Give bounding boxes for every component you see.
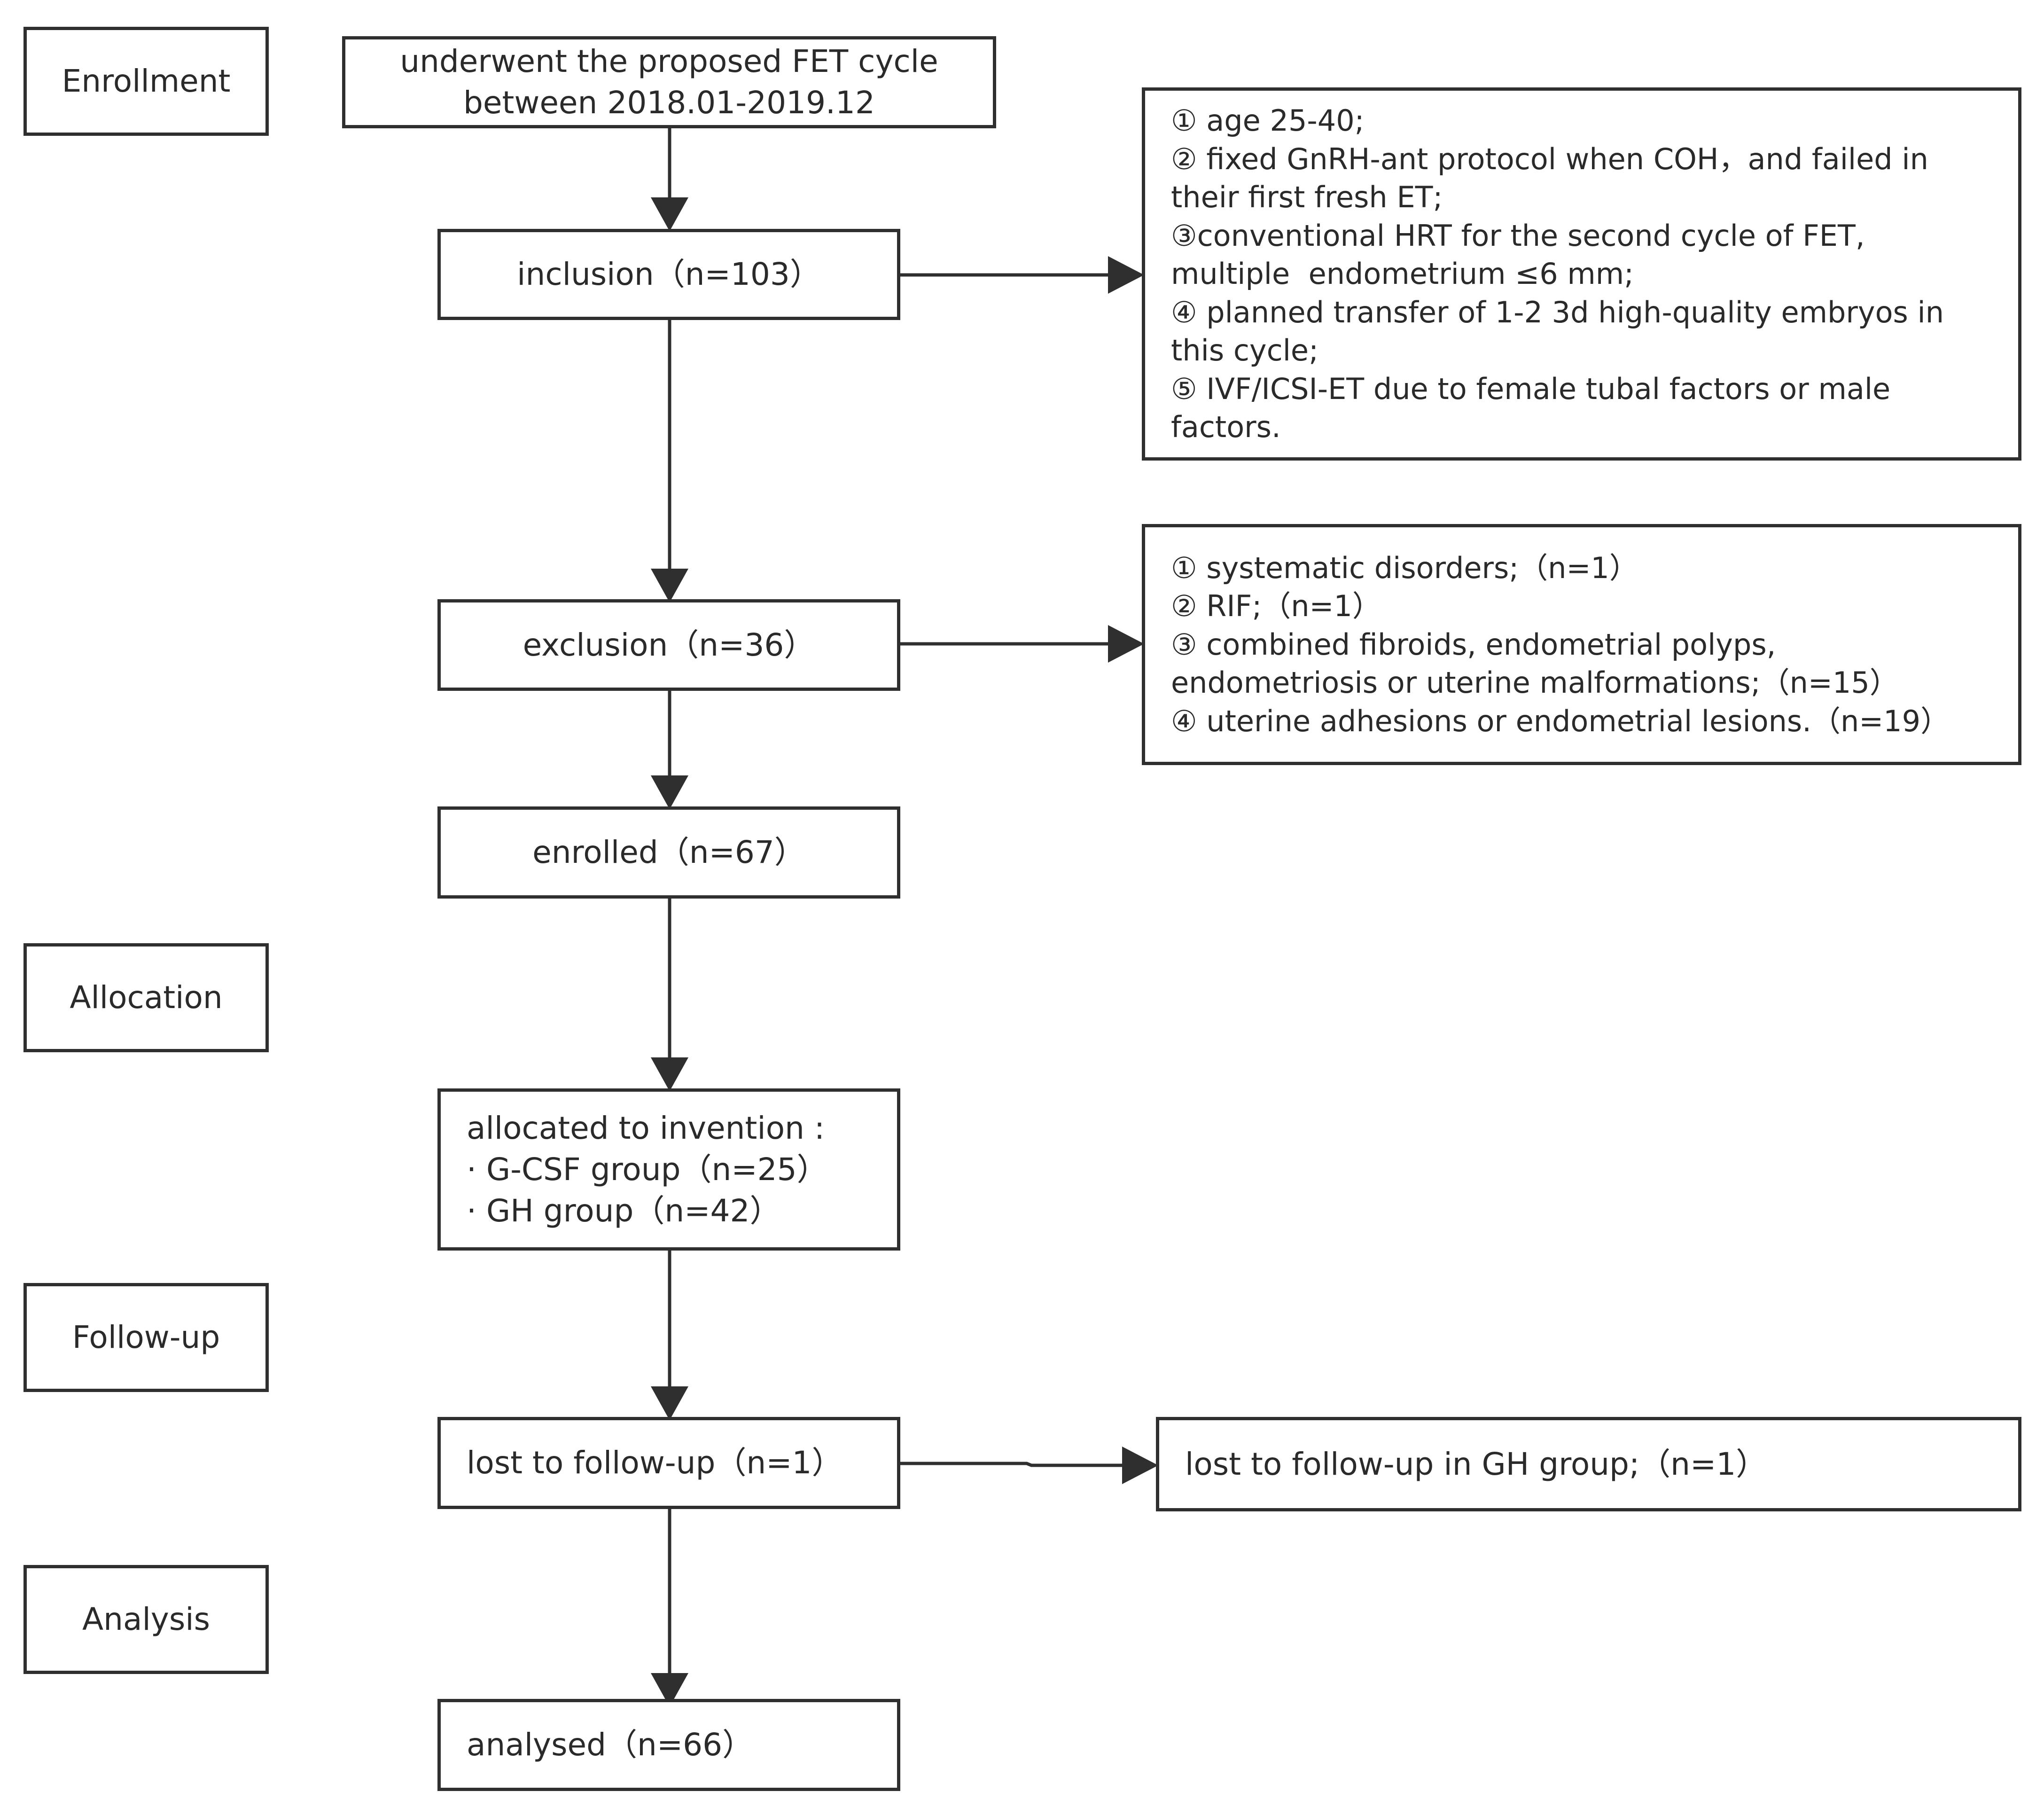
exclusion-criteria-box: ① systematic disorders;（n=1） ② RIF;（n=1）… bbox=[1142, 524, 2021, 765]
analysed-label: analysed（n=66） bbox=[467, 1727, 754, 1763]
arrowhead-lost-detail bbox=[1122, 1447, 1158, 1484]
allocated-gcsf-group: · G-CSF group（n=25） bbox=[467, 1151, 828, 1188]
inclusion-label: inclusion（n=103） bbox=[517, 256, 821, 292]
inclusion-criterion: their first fresh ET; bbox=[1171, 180, 1443, 215]
stage-enrollment: Enrollment bbox=[23, 27, 269, 136]
arrowhead-enrolled bbox=[651, 775, 688, 809]
stage-allocation-label: Allocation bbox=[70, 979, 223, 1016]
exclusion-label: exclusion（n=36） bbox=[523, 626, 815, 663]
allocated-box: allocated to invention : · G-CSF group（n… bbox=[437, 1088, 900, 1251]
start-line-1: underwent the proposed FET cycle bbox=[400, 43, 938, 79]
lost-follow-up-label: lost to follow-up（n=1） bbox=[467, 1445, 843, 1481]
inclusion-box: inclusion（n=103） bbox=[437, 229, 900, 320]
arrowhead-exclusion-criteria bbox=[1108, 625, 1144, 663]
stage-analysis: Analysis bbox=[23, 1565, 269, 1674]
start-box: underwent the proposed FET cycle between… bbox=[342, 36, 996, 128]
stage-follow-up-label: Follow-up bbox=[72, 1319, 220, 1355]
inclusion-criterion: ② fixed GnRH-ant protocol when COH，and f… bbox=[1171, 141, 1928, 176]
arrow-lost-to-detail bbox=[899, 1462, 1123, 1467]
stage-allocation: Allocation bbox=[23, 943, 269, 1052]
exclusion-box: exclusion（n=36） bbox=[437, 599, 900, 691]
lost-follow-up-box: lost to follow-up（n=1） bbox=[437, 1417, 900, 1509]
arrowhead-analysed bbox=[651, 1673, 688, 1707]
enrolled-label: enrolled（n=67） bbox=[532, 834, 805, 870]
exclusion-criterion: ③ combined fibroids, endometrial polyps, bbox=[1171, 627, 1776, 662]
arrowhead-exclusion bbox=[651, 569, 688, 602]
lost-follow-up-detail-box: lost to follow-up in GH group;（n=1） bbox=[1156, 1417, 2021, 1511]
inclusion-criterion: this cycle; bbox=[1171, 333, 1318, 368]
inclusion-criterion: factors. bbox=[1171, 410, 1281, 445]
inclusion-criterion: ① age 25-40; bbox=[1171, 103, 1365, 138]
exclusion-criterion: endometriosis or uterine malformations;（… bbox=[1171, 665, 1899, 700]
arrowhead-allocated bbox=[651, 1057, 688, 1091]
stage-enrollment-label: Enrollment bbox=[62, 63, 231, 99]
exclusion-criterion: ② RIF;（n=1） bbox=[1171, 589, 1381, 624]
inclusion-criterion: multiple endometrium ≤6 mm; bbox=[1171, 257, 1634, 291]
arrowhead-inclusion bbox=[651, 197, 688, 231]
allocated-gh-group: · GH group（n=42） bbox=[467, 1192, 781, 1229]
arrowhead-inclusion-criteria bbox=[1108, 256, 1144, 294]
arrowhead-lost bbox=[651, 1386, 688, 1420]
inclusion-criterion: ⑤ IVF/ICSI-ET due to female tubal factor… bbox=[1171, 371, 1891, 406]
inclusion-criterion: ③conventional HRT for the second cycle o… bbox=[1171, 218, 1865, 253]
stage-analysis-label: Analysis bbox=[82, 1601, 210, 1637]
stage-follow-up: Follow-up bbox=[23, 1283, 269, 1392]
lost-follow-up-detail: lost to follow-up in GH group;（n=1） bbox=[1185, 1446, 1767, 1482]
analysed-box: analysed（n=66） bbox=[437, 1699, 900, 1791]
exclusion-criterion: ① systematic disorders;（n=1） bbox=[1171, 550, 1638, 585]
exclusion-criterion: ④ uterine adhesions or endometrial lesio… bbox=[1171, 704, 1950, 738]
inclusion-criterion: ④ planned transfer of 1-2 3d high-qualit… bbox=[1171, 295, 1944, 329]
enrolled-box: enrolled（n=67） bbox=[437, 806, 900, 899]
allocated-title: allocated to invention : bbox=[467, 1110, 825, 1146]
start-line-2: between 2018.01-2019.12 bbox=[463, 85, 875, 121]
inclusion-criteria-box: ① age 25-40; ② fixed GnRH-ant protocol w… bbox=[1142, 87, 2021, 461]
